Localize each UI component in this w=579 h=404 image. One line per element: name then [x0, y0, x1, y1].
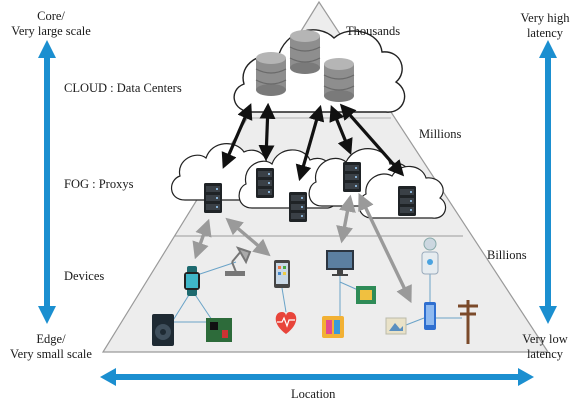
devices-layer-label: Devices	[64, 269, 105, 283]
speaker-icon	[152, 314, 174, 346]
photo-frame-icon	[385, 317, 407, 335]
robot-icon	[421, 237, 439, 275]
fog-device-links	[192, 192, 412, 304]
smartwatch-icon	[184, 266, 200, 296]
location-axis-arrow	[100, 368, 534, 386]
tablet-icon	[356, 286, 376, 304]
cloud-count-label: Thousands	[346, 24, 401, 38]
utility-pole-icon	[458, 300, 478, 344]
left-axis-top-label: Core/ Very large scale	[11, 9, 91, 38]
cloud-fog-links	[221, 102, 405, 182]
cloud-layer-label: CLOUD : Data Centers	[64, 81, 182, 95]
latency-axis-arrow	[539, 40, 557, 324]
scale-axis-arrow	[38, 40, 56, 324]
right-axis-bottom-label: Very low latency	[522, 332, 568, 361]
left-axis-bottom-label: Edge/ Very small scale	[10, 332, 92, 361]
circuit-board-icon	[206, 318, 232, 342]
chip-icon	[322, 316, 344, 338]
fog-count-label: Millions	[419, 127, 462, 141]
desk-lamp-icon	[225, 246, 252, 276]
smartphone-icon	[274, 260, 290, 288]
devices-count-label: Billions	[487, 248, 527, 262]
heart-monitor-icon	[275, 312, 297, 334]
location-axis-label: Location	[291, 387, 336, 401]
monitor-icon	[326, 250, 354, 276]
thermostat-icon	[424, 302, 436, 330]
right-axis-top-label: Very high latency	[520, 11, 570, 40]
fog-layer-label: FOG : Proxys	[64, 177, 134, 191]
